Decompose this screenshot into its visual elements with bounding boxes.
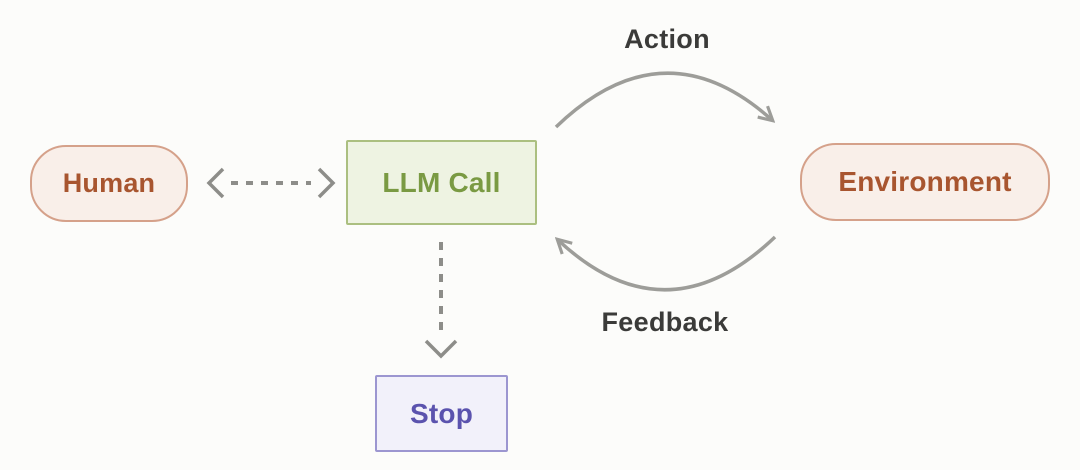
feedback-edge-label: Feedback	[601, 307, 729, 337]
node-human: Human	[30, 145, 188, 222]
right-chevron-arrowhead-icon	[317, 167, 336, 199]
feedback-arrow	[558, 235, 777, 292]
llm-stop-dashed-arrow	[424, 242, 458, 359]
node-environment: Environment	[800, 143, 1050, 221]
action-edge-label: Action	[624, 24, 710, 54]
left-chevron-arrowhead-icon	[206, 167, 225, 199]
node-llm-call: LLM Call	[346, 140, 537, 225]
node-stop: Stop	[375, 375, 508, 452]
action-arrow	[554, 71, 772, 129]
human-llm-dashed-arrow	[206, 167, 336, 199]
down-chevron-arrowhead-icon	[424, 339, 458, 359]
